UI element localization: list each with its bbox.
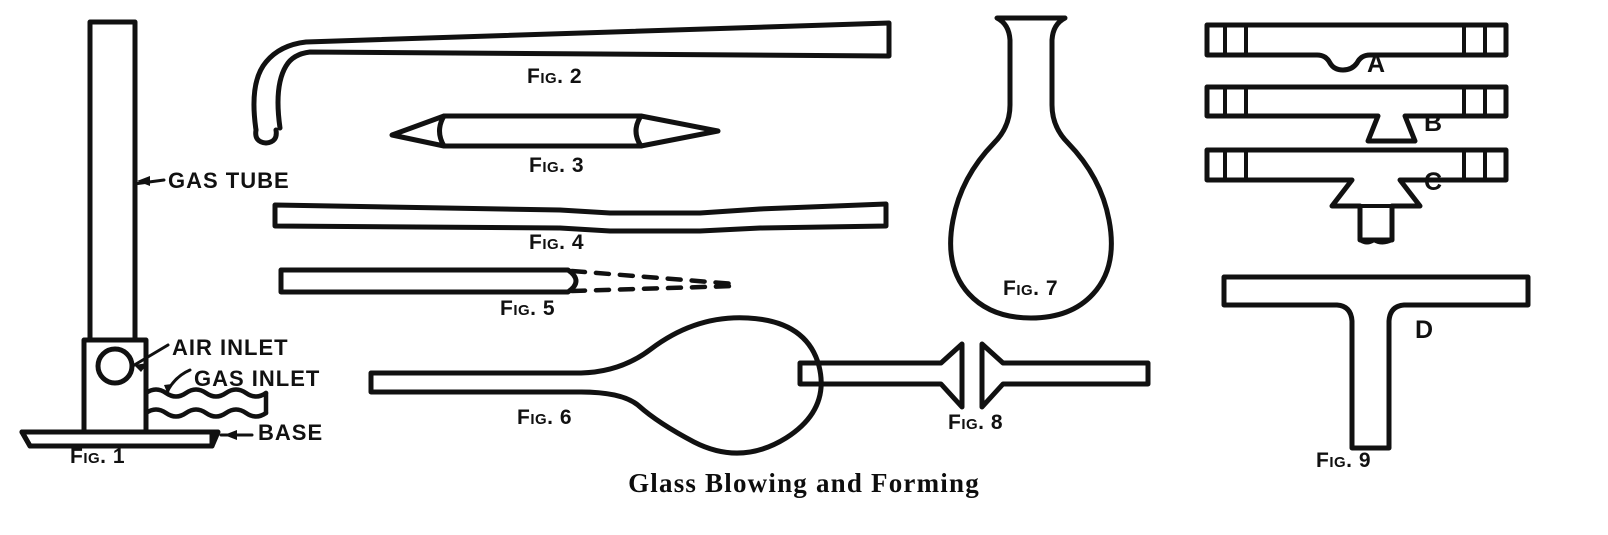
fig8-flared-ends bbox=[797, 341, 1151, 410]
part-letter-a: A bbox=[1367, 50, 1386, 78]
gas-tube-arrowhead bbox=[137, 176, 150, 186]
stage-a-left-grip bbox=[1223, 23, 1248, 57]
fig7-outline bbox=[948, 15, 1114, 321]
fig5-outline bbox=[278, 267, 579, 295]
fig8-label: FIG. 8 bbox=[948, 411, 1004, 434]
fig6-outline bbox=[368, 315, 824, 456]
part-letter-c: C bbox=[1424, 168, 1443, 196]
fig5-dashed-upper bbox=[569, 268, 738, 287]
callout-gas-tube: GAS TUBE bbox=[168, 168, 290, 193]
stage-c-outline bbox=[1204, 147, 1509, 243]
stage-c-right-grip bbox=[1462, 148, 1487, 182]
part-letter-b: B bbox=[1424, 109, 1443, 137]
fig2-label: FIG. 2 bbox=[527, 65, 583, 88]
fig6-blown-bulb bbox=[368, 315, 824, 456]
fig5-label: FIG. 5 bbox=[500, 297, 556, 320]
fig3-left-shoulder bbox=[437, 113, 447, 149]
stage-a-rod bbox=[1204, 22, 1509, 73]
fig1-burner bbox=[19, 19, 269, 449]
fig2-bent-tube bbox=[251, 20, 892, 146]
air-inlet-arrowhead bbox=[134, 363, 148, 372]
stage-b-rod bbox=[1204, 84, 1509, 144]
fig9-tee bbox=[1221, 274, 1531, 451]
stage-b-left-grip bbox=[1223, 85, 1248, 118]
fig8-right-piece bbox=[979, 341, 1151, 410]
burner-collar bbox=[81, 337, 149, 435]
fig7-label: FIG. 7 bbox=[1003, 277, 1059, 300]
air-inlet-hole bbox=[95, 346, 135, 386]
fig1-leader-lines bbox=[129, 176, 254, 440]
fig1-label: FIG. 1 bbox=[70, 445, 126, 468]
burner-base-side bbox=[19, 429, 215, 449]
fig5-sealed-tube bbox=[278, 267, 738, 295]
fig5-dashed-lower bbox=[569, 283, 738, 294]
gas-inlet-leader bbox=[166, 368, 192, 392]
callout-air-inlet: AIR INLET bbox=[172, 335, 289, 360]
stage-c-ragged-tip bbox=[1358, 238, 1394, 245]
plate-caption: Glass Blowing and Forming bbox=[628, 468, 980, 498]
burner-barrel bbox=[87, 19, 138, 343]
fig6-label: FIG. 6 bbox=[517, 406, 573, 429]
stage-a-right-grip bbox=[1462, 23, 1487, 57]
callout-base: BASE bbox=[258, 420, 324, 445]
fig8-left-piece bbox=[797, 341, 965, 410]
callout-gas-inlet: GAS INLET bbox=[194, 366, 321, 391]
air-inlet-leader bbox=[129, 343, 170, 369]
fig3-label: FIG. 3 bbox=[529, 154, 585, 177]
stage-b-right-grip bbox=[1462, 85, 1487, 118]
base-arrowhead bbox=[224, 430, 237, 440]
fig9-label: FIG. 9 bbox=[1316, 449, 1372, 472]
fig4-constricted-tube bbox=[272, 201, 889, 234]
fig4-outline bbox=[272, 201, 889, 234]
fig2-outline bbox=[251, 20, 892, 133]
fig4-label: FIG. 4 bbox=[529, 231, 585, 254]
part-letter-d: D bbox=[1415, 316, 1434, 344]
stage-a-outline bbox=[1204, 22, 1509, 73]
stage-c-rod bbox=[1204, 147, 1509, 245]
stage-c-left-grip bbox=[1223, 148, 1248, 182]
stage-b-outline bbox=[1204, 84, 1509, 144]
fig2-rounded-tip bbox=[253, 127, 279, 146]
gas-inlet-tube-top bbox=[143, 387, 269, 399]
fig3-drawn-tube bbox=[389, 113, 721, 149]
gas-inlet-arrowhead bbox=[164, 384, 172, 395]
fig9-outline bbox=[1221, 274, 1531, 451]
fig7-flask bbox=[948, 15, 1114, 321]
gas-inlet-tube-bottom bbox=[143, 407, 269, 419]
fig3-right-shoulder bbox=[633, 113, 644, 149]
